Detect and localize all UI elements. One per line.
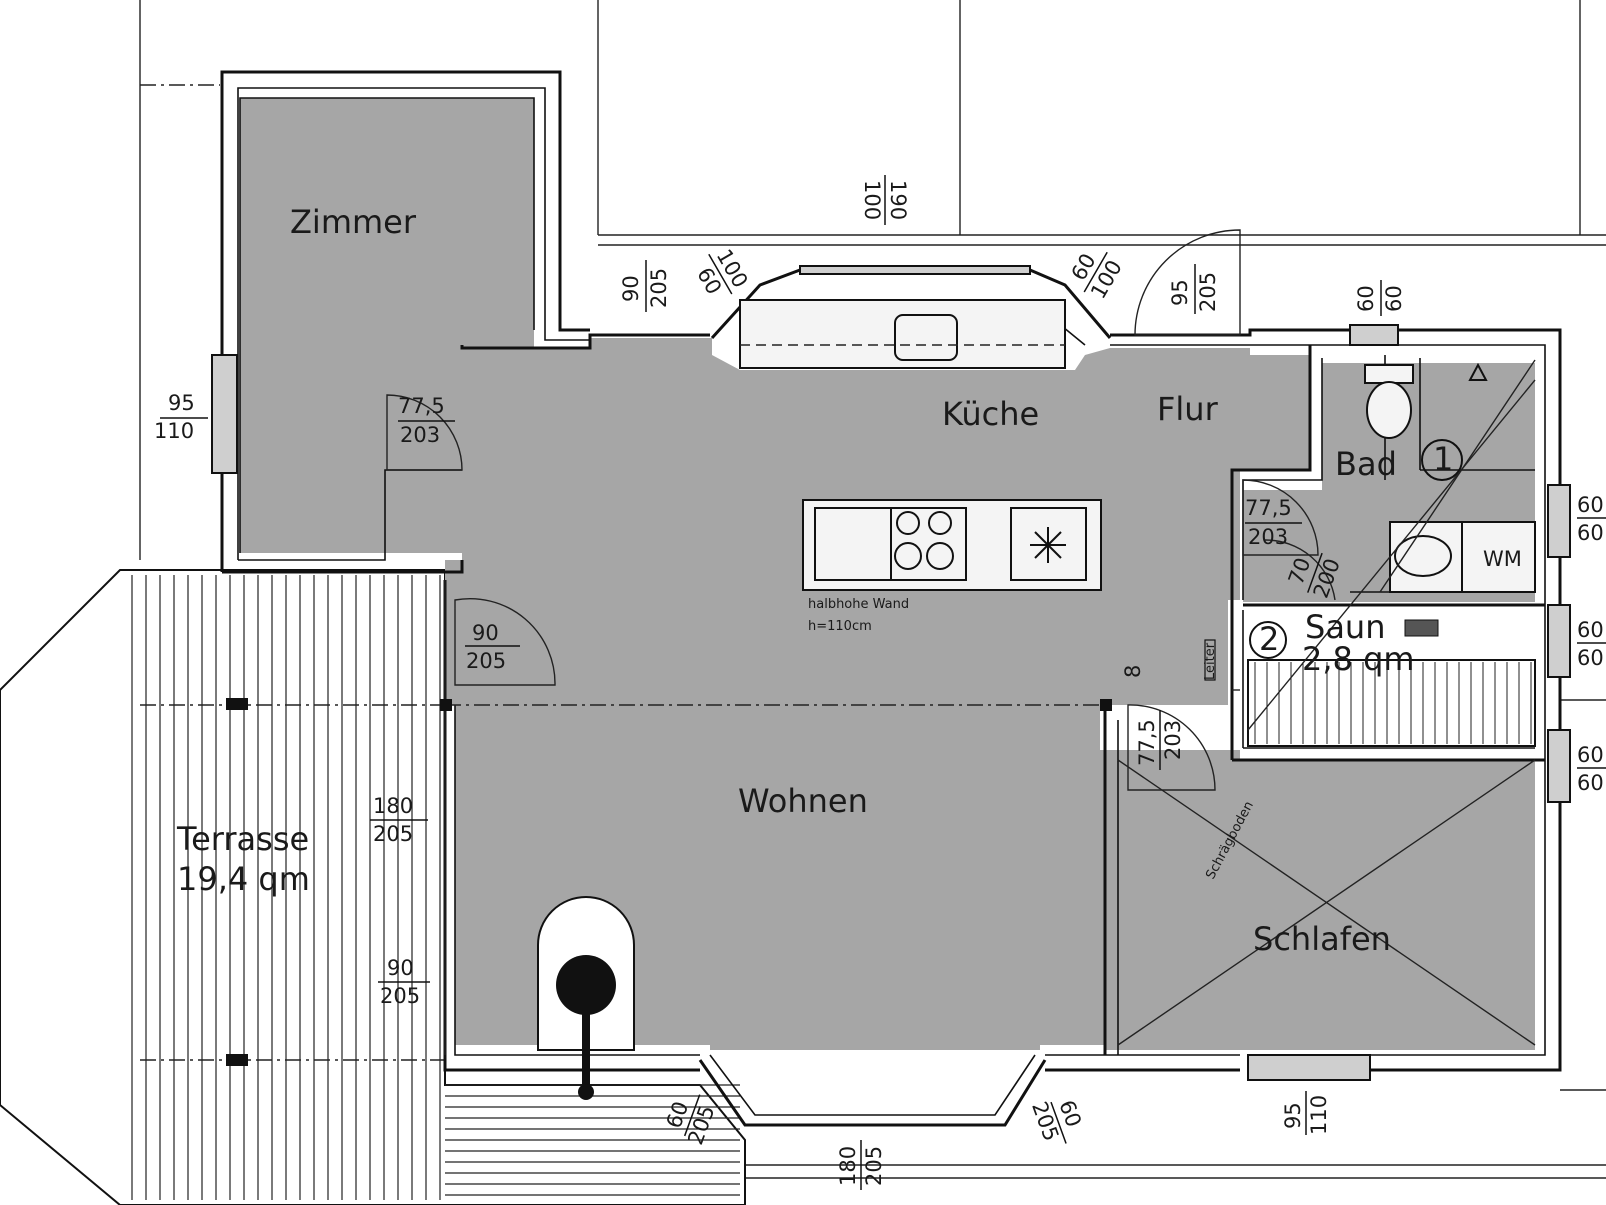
svg-text:95: 95 bbox=[168, 391, 195, 415]
svg-text:60: 60 bbox=[1382, 285, 1406, 312]
svg-text:205: 205 bbox=[373, 822, 413, 846]
svg-text:110: 110 bbox=[1307, 1095, 1331, 1135]
svg-text:60: 60 bbox=[1577, 493, 1604, 517]
svg-text:77,5: 77,5 bbox=[1245, 496, 1292, 520]
room-label-zimmer: Zimmer bbox=[290, 203, 417, 241]
room-marker-sauna: 2 bbox=[1259, 620, 1279, 658]
svg-text:60: 60 bbox=[1577, 521, 1604, 545]
svg-text:90: 90 bbox=[387, 956, 414, 980]
svg-text:180: 180 bbox=[836, 1146, 860, 1186]
dim-kitchen-left-window: 90 205 bbox=[619, 260, 671, 312]
svg-text:90: 90 bbox=[619, 275, 643, 302]
dim-schlafen-window: 95 110 bbox=[1281, 1091, 1331, 1135]
svg-text:60: 60 bbox=[1577, 646, 1604, 670]
fireplace bbox=[537, 896, 635, 1100]
dimension-labels: 95 110 77,5 203 190 100 90 205 100 60 60… bbox=[154, 175, 1606, 1190]
svg-text:60: 60 bbox=[1354, 285, 1378, 312]
dim-right-window-1: 60 60 bbox=[1577, 493, 1606, 545]
svg-text:203: 203 bbox=[400, 423, 440, 447]
svg-text:100: 100 bbox=[860, 180, 884, 220]
room-label-bad: Bad bbox=[1335, 445, 1397, 483]
note-ladder: Leiter bbox=[1203, 642, 1218, 680]
dim-terrace-door-lower: 90 205 bbox=[378, 956, 430, 1008]
room-label-wohnen: Wohnen bbox=[738, 782, 868, 820]
svg-text:190: 190 bbox=[886, 180, 910, 220]
dim-zimmer-door: 77,5 203 bbox=[398, 394, 455, 447]
room-marker-bad: 1 bbox=[1433, 440, 1453, 478]
svg-text:90: 90 bbox=[472, 621, 499, 645]
dim-right-window-2: 60 60 bbox=[1577, 618, 1606, 670]
svg-text:180: 180 bbox=[373, 794, 413, 818]
svg-text:8: 8 bbox=[1121, 665, 1145, 678]
svg-text:205: 205 bbox=[862, 1146, 886, 1186]
dim-entry-door: 95 205 bbox=[1168, 264, 1220, 314]
svg-text:60: 60 bbox=[1577, 771, 1604, 795]
room-labels: Zimmer Küche Flur Bad 1 Saun 2,8 qm 2 Wo… bbox=[176, 203, 1522, 958]
dim-zimmer-window: 95 110 bbox=[154, 391, 208, 443]
dim-bad-top-window: 60 60 bbox=[1354, 280, 1406, 316]
svg-text:205: 205 bbox=[647, 268, 671, 308]
dim-right-window-3: 60 60 bbox=[1577, 743, 1606, 795]
room-marker-icon bbox=[1421, 439, 1463, 481]
dim-sauna-door: 70 200 bbox=[1284, 552, 1345, 601]
dim-bad-door: 77,5 203 bbox=[1245, 496, 1302, 549]
svg-text:110: 110 bbox=[154, 419, 194, 443]
fan-icon bbox=[1030, 527, 1066, 563]
terrace-deck bbox=[0, 569, 746, 1205]
windows bbox=[211, 265, 1571, 1081]
room-label-sauna: Saun bbox=[1305, 608, 1385, 646]
svg-text:203: 203 bbox=[1248, 525, 1288, 549]
site-outline bbox=[139, 0, 1606, 1179]
room-area-sauna: 2,8 qm bbox=[1302, 640, 1415, 678]
svg-text:77,5: 77,5 bbox=[398, 394, 445, 418]
note-half-wall-height: h=110cm bbox=[808, 619, 872, 634]
svg-text:77,5: 77,5 bbox=[1135, 719, 1159, 766]
doors bbox=[386, 229, 1336, 791]
note-half-wall: halbhohe Wand bbox=[808, 597, 909, 612]
svg-text:205: 205 bbox=[466, 649, 506, 673]
walls bbox=[220, 70, 1562, 1127]
bath-fixtures bbox=[1364, 359, 1536, 593]
dim-terrace-door-large: 180 205 bbox=[370, 794, 428, 846]
room-marker-icon bbox=[1249, 621, 1287, 659]
room-label-kueche: Küche bbox=[942, 395, 1039, 433]
dim-schlafen-door: 77,5 203 bbox=[1135, 710, 1185, 770]
svg-text:205: 205 bbox=[380, 984, 420, 1008]
dim-bay-left: 100 60 bbox=[692, 245, 752, 298]
svg-text:95: 95 bbox=[1168, 279, 1192, 306]
dim-top-center: 190 100 bbox=[860, 175, 910, 225]
svg-text:60: 60 bbox=[1577, 618, 1604, 642]
dim-terrace-door-upper: 90 205 bbox=[465, 621, 520, 673]
sauna-benches bbox=[1247, 379, 1536, 747]
dim-bottom-bay-right: 60 205 bbox=[1027, 1097, 1086, 1144]
svg-text:205: 205 bbox=[1196, 272, 1220, 312]
svg-text:203: 203 bbox=[1161, 720, 1185, 760]
section-lines bbox=[440, 699, 1536, 1046]
room-area-terrasse: 19,4 qm bbox=[177, 860, 310, 898]
room-label-schlafen: Schlafen bbox=[1253, 920, 1391, 958]
svg-text:60: 60 bbox=[1577, 743, 1604, 767]
dim-bottom-center: 180 205 bbox=[836, 1140, 886, 1190]
floor-areas bbox=[240, 98, 1535, 1050]
svg-text:95: 95 bbox=[1281, 1102, 1305, 1129]
dim-step: 8 bbox=[1121, 665, 1145, 678]
washer-label: WM bbox=[1483, 547, 1522, 571]
room-label-terrasse: Terrasse bbox=[176, 820, 309, 858]
room-label-flur: Flur bbox=[1157, 390, 1219, 428]
kitchen-island bbox=[802, 499, 1102, 591]
